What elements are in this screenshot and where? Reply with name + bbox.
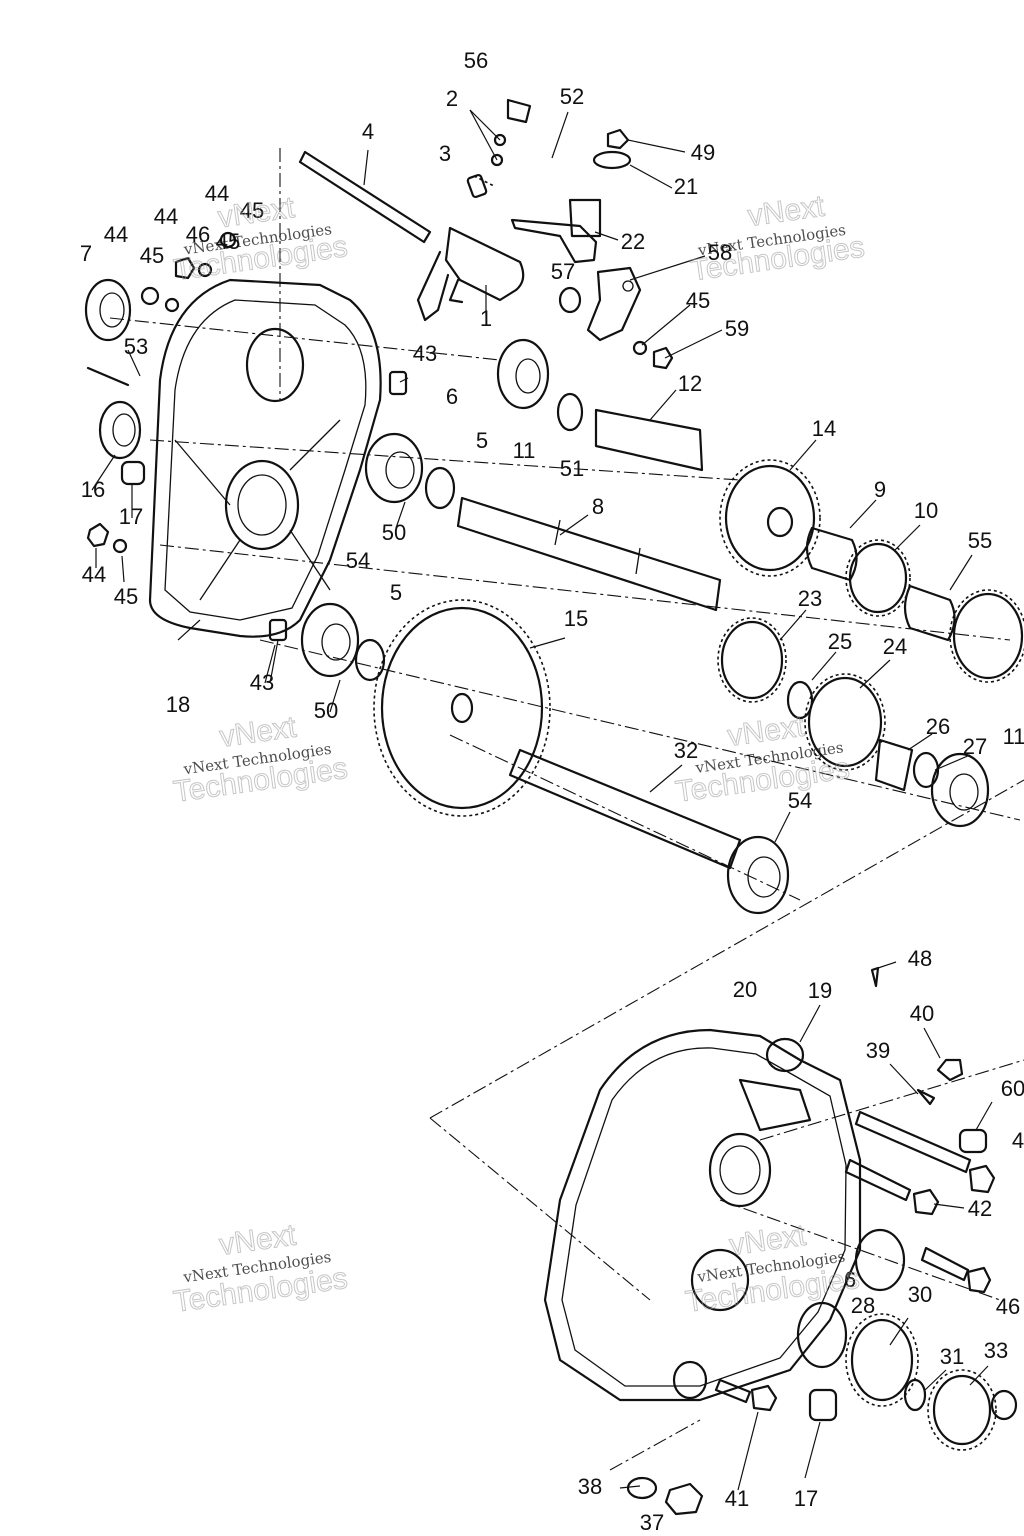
callout-59: 59 xyxy=(725,316,749,341)
callout-46: 46 xyxy=(186,222,210,247)
callout-55: 55 xyxy=(968,528,992,553)
shift-mechanism xyxy=(298,98,674,370)
callout-30: 30 xyxy=(908,1282,932,1307)
callout-26: 26 xyxy=(926,714,950,739)
callout-5: 5 xyxy=(390,580,402,605)
callout-44: 44 xyxy=(205,181,229,206)
callout-48: 48 xyxy=(908,946,932,971)
callout-54: 54 xyxy=(346,548,370,573)
callouts: 56 2 52 4 3 49 21 22 44 45 44 46 45 44 7… xyxy=(80,48,1024,1535)
callout-19: 19 xyxy=(808,978,832,1003)
watermark-bottom-right: vNext vNext Technologies Technologies xyxy=(683,1218,862,1319)
bolts xyxy=(714,966,996,1412)
callout-6: 6 xyxy=(446,384,458,409)
callout-39: 39 xyxy=(866,1038,890,1063)
callout-37: 37 xyxy=(640,1510,664,1535)
callout-50: 50 xyxy=(382,520,406,545)
leader-lines xyxy=(91,109,993,1491)
callout-44: 44 xyxy=(154,204,178,229)
callout-18: 18 xyxy=(166,692,190,717)
callout-45: 45 xyxy=(240,198,264,223)
callout-50: 50 xyxy=(314,698,338,723)
callout-38: 38 xyxy=(578,1474,602,1499)
callout-41: 41 xyxy=(725,1486,749,1511)
callout-2: 2 xyxy=(446,86,458,111)
callout-43: 43 xyxy=(250,670,274,695)
left-hardware xyxy=(84,231,408,642)
callout-3: 3 xyxy=(439,141,451,166)
callout-24: 24 xyxy=(883,634,907,659)
callout-54: 54 xyxy=(788,788,812,813)
callout-12: 12 xyxy=(678,371,702,396)
callout-49: 49 xyxy=(691,140,715,165)
watermarks: vNext vNext Technologies Technologies vN… xyxy=(171,189,867,1319)
callout-28: 28 xyxy=(851,1293,875,1318)
callout-44: 44 xyxy=(82,562,106,587)
assembly-axes xyxy=(109,148,1024,1471)
callout-60: 60 xyxy=(1001,1076,1024,1101)
watermark-top-right: vNext vNext Technologies Technologies xyxy=(688,189,867,288)
callout-8: 8 xyxy=(592,494,604,519)
callout-16: 16 xyxy=(81,477,105,502)
gears xyxy=(373,459,1024,1451)
bearings xyxy=(300,338,990,1369)
callout-9: 9 xyxy=(874,477,886,502)
callout-5: 5 xyxy=(476,428,488,453)
callout-33: 33 xyxy=(984,1338,1008,1363)
callout-14: 14 xyxy=(812,416,836,441)
callout-45: 45 xyxy=(686,288,710,313)
callout-17: 17 xyxy=(794,1486,818,1511)
watermark-bottom-left: vNext vNext Technologies Technologies xyxy=(171,1218,350,1319)
callout-43: 43 xyxy=(413,341,437,366)
callout-45: 45 xyxy=(216,229,240,254)
shafts xyxy=(456,408,742,870)
callout-44: 44 xyxy=(104,222,128,247)
callout-17: 17 xyxy=(119,504,143,529)
callout-45: 45 xyxy=(114,584,138,609)
callout-32: 32 xyxy=(674,738,698,763)
callout-40: 40 xyxy=(910,1001,934,1026)
callout-25: 25 xyxy=(828,629,852,654)
callout-4: 4 xyxy=(362,119,374,144)
callout-6: 6 xyxy=(844,1267,856,1292)
callout-15: 15 xyxy=(564,606,588,631)
callout-27: 27 xyxy=(963,734,987,759)
callout-4: 4 xyxy=(1012,1128,1024,1153)
callout-51: 51 xyxy=(560,456,584,481)
right-case-half xyxy=(543,1028,862,1402)
callout-20: 20 xyxy=(733,977,757,1002)
callout-46: 46 xyxy=(996,1294,1020,1319)
left-case-half xyxy=(148,278,382,638)
callout-42: 42 xyxy=(968,1196,992,1221)
callout-22: 22 xyxy=(621,229,645,254)
callout-23: 23 xyxy=(798,586,822,611)
callout-31: 31 xyxy=(940,1344,964,1369)
callout-11: 11 xyxy=(1003,724,1024,749)
callout-10: 10 xyxy=(914,498,938,523)
callout-1: 1 xyxy=(480,306,492,331)
callout-7: 7 xyxy=(80,241,92,266)
callout-11: 11 xyxy=(513,438,536,463)
callout-57: 57 xyxy=(551,259,575,284)
callout-58: 58 xyxy=(708,240,732,265)
callout-21: 21 xyxy=(674,174,698,199)
callout-53: 53 xyxy=(124,334,148,359)
callout-45: 45 xyxy=(140,243,164,268)
callout-56: 56 xyxy=(464,48,488,73)
callout-52: 52 xyxy=(560,84,584,109)
